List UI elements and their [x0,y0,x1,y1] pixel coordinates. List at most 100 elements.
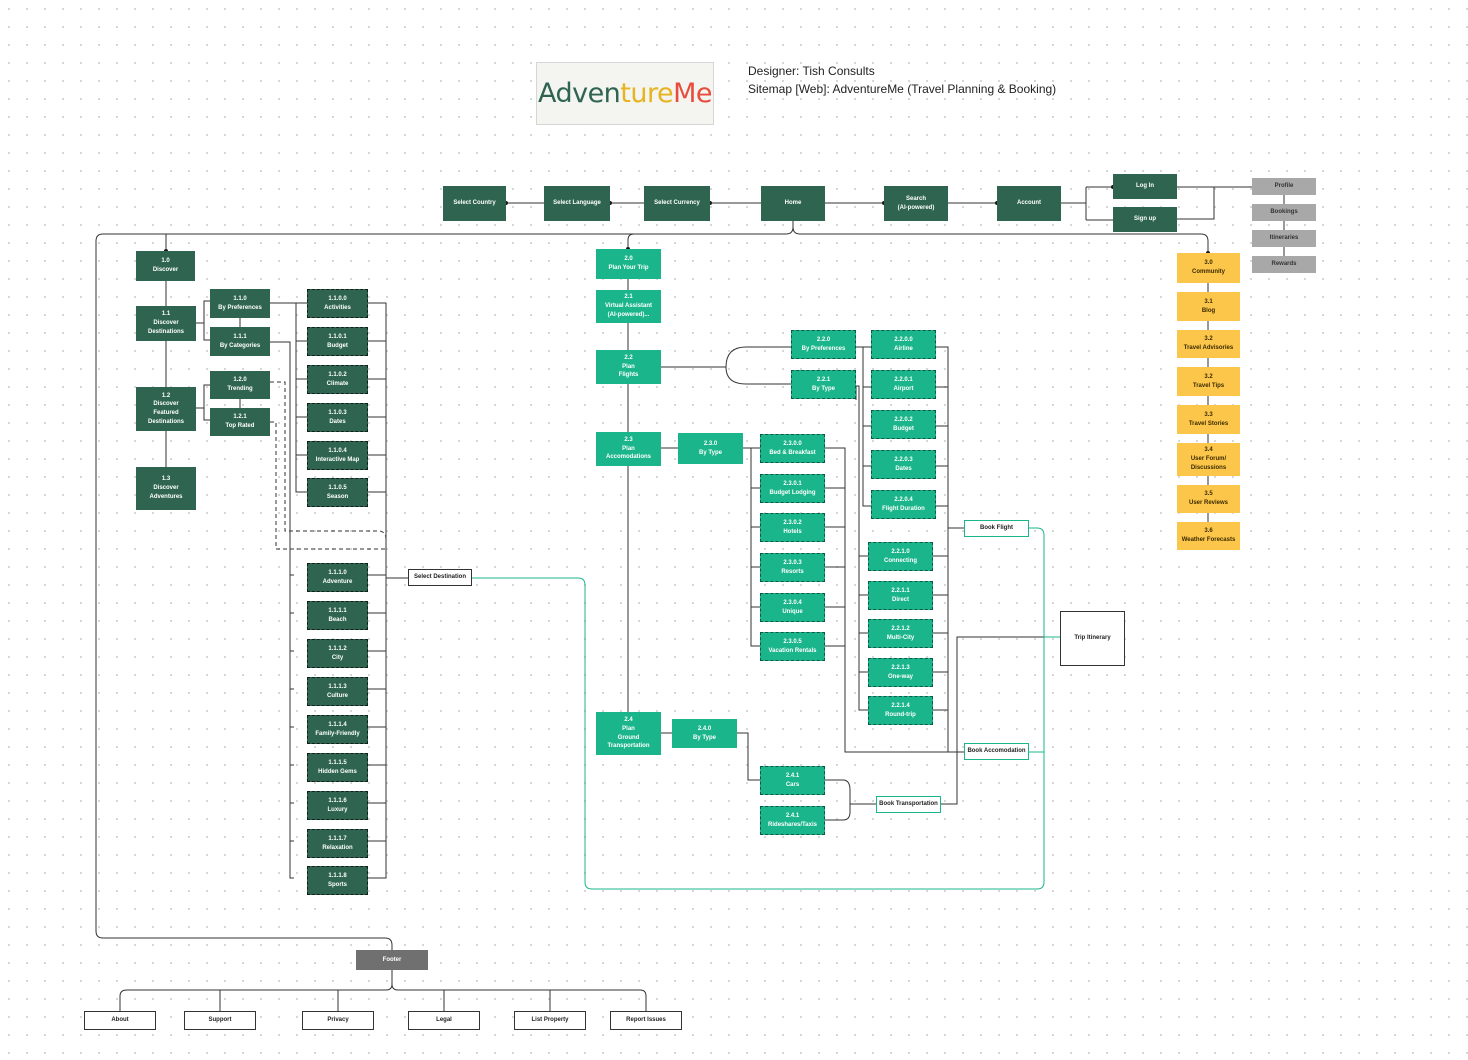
node-profile[interactable]: Profile [1252,178,1316,195]
node-label-line: 2.2 [624,354,633,361]
node-account[interactable]: Account [997,186,1061,221]
node-select-destination[interactable]: Select Destination [408,569,472,586]
node-footer[interactable]: Footer [356,950,428,970]
node-label-line: Discover [152,267,179,273]
node-label-line: 2.4.0 [697,725,712,732]
node-log-in[interactable]: Log In [1113,174,1177,199]
node-label-line: Book Transportation [879,801,938,808]
node-book-accomodation[interactable]: Book Accomodation [964,743,1029,760]
node-label-line: Dates [329,418,346,425]
node-report-issues[interactable]: Report Issues [610,1011,682,1030]
node-label-line: 2.3 [624,436,633,443]
node-book-flight[interactable]: Book Flight [964,520,1029,537]
node-search[interactable]: Search(AI-powered) [884,186,948,221]
node-label-line: Flights [618,372,639,379]
node-itineraries[interactable]: Itineraries [1252,230,1316,247]
node-home[interactable]: Home [761,186,825,221]
node-support[interactable]: Support [184,1011,256,1030]
node-label-line: 3.2 [1204,373,1213,380]
node-about[interactable]: About [84,1011,156,1030]
node-sign-up[interactable]: Sign up [1113,207,1177,232]
node-book-transportation[interactable]: Book Transportation [876,796,941,813]
node-bookings[interactable]: Bookings [1252,204,1316,221]
node-label-line: Airline [894,345,913,352]
node-label-line: Plan [622,725,635,732]
node-label-line: Sign up [1134,216,1156,223]
node-legal[interactable]: Legal [408,1011,480,1030]
node-label-line: Multi-City [886,634,915,641]
node-label-line: Transportation [607,743,650,750]
node-trip-itinerary[interactable]: Trip Itinerary [1060,611,1125,666]
node-label-line: Beach [328,616,347,623]
node-rewards[interactable]: Rewards [1252,256,1316,273]
node-label-line: By Categories [219,342,261,349]
node-list-property[interactable]: List Property [514,1011,586,1030]
node-label-line: User Reviews [1188,500,1229,506]
node-privacy[interactable]: Privacy [302,1011,374,1030]
node-select-country[interactable]: Select Country [443,186,506,221]
node-select-language[interactable]: Select Language [544,186,610,221]
node-select-currency[interactable]: Select Currency [644,186,710,221]
node-label-line: Select Currency [654,200,700,207]
